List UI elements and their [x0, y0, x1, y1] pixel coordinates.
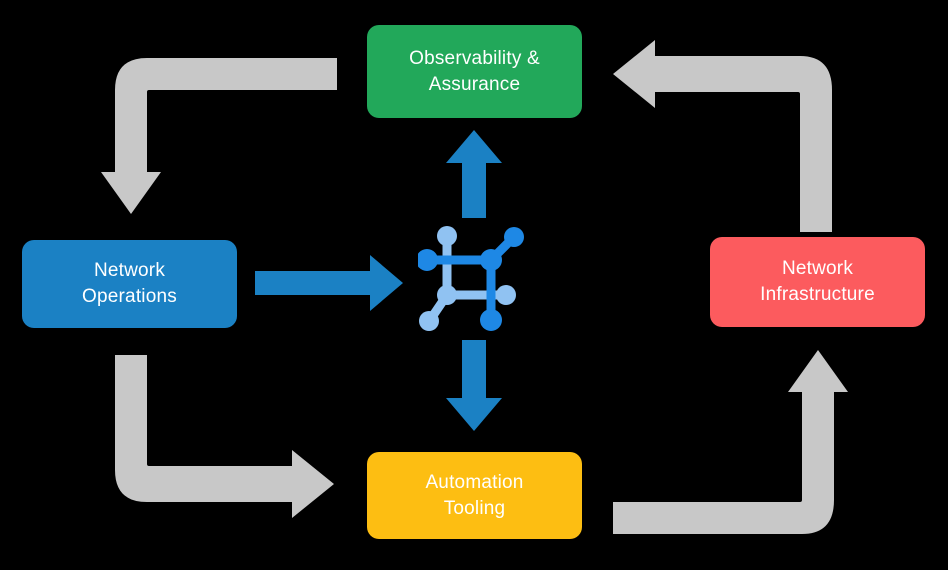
node-box-network-operations[interactable]: Network Operations	[22, 240, 237, 328]
arrow-automation-to-infrastructure	[613, 350, 848, 534]
arrow-operations-to-automation	[115, 355, 334, 518]
node-box-observability[interactable]: Observability & Assurance	[367, 25, 582, 118]
arrow-observability-to-operations	[101, 58, 337, 214]
arrow-operations-to-center	[255, 255, 403, 311]
mesh-nodes-dark	[416, 227, 524, 331]
network-mesh-icon	[416, 220, 532, 334]
network-mesh-icon-svg	[416, 226, 524, 331]
node-label-automation-tooling: Automation Tooling	[425, 471, 524, 519]
arrow-center-to-automation	[446, 340, 502, 431]
node-label-observability: Observability & Assurance	[409, 47, 540, 95]
arrow-center-to-observability	[446, 130, 502, 218]
node-label-network-infrastructure: Network Infrastructure	[760, 258, 875, 305]
node-box-automation-tooling[interactable]: Automation Tooling	[367, 452, 582, 539]
node-label-network-operations: Network Operations	[82, 260, 177, 307]
node-box-network-infrastructure[interactable]: Network Infrastructure	[710, 237, 925, 327]
arrow-infrastructure-to-observability	[613, 40, 832, 232]
mesh-nodes-light	[419, 226, 516, 331]
